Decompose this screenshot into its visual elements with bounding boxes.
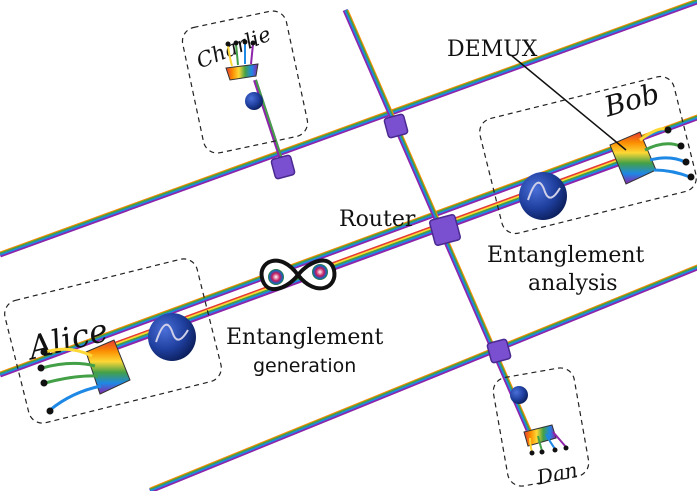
charlie-label: Charlie xyxy=(193,22,274,73)
entanglement-generation-label-2: generation xyxy=(253,355,356,377)
dan-demux-icon xyxy=(523,424,569,456)
charlie-detector-icon xyxy=(245,92,263,110)
router-charlie xyxy=(270,154,296,180)
demux-pointer xyxy=(511,55,627,151)
router-main xyxy=(429,214,461,246)
alice-detector-icon xyxy=(148,313,196,361)
fiber-upper-diagonal xyxy=(0,0,697,258)
entanglement-analysis-label-1: Entanglement xyxy=(487,243,645,268)
router-upper xyxy=(383,113,409,139)
charlie-demux-icon xyxy=(225,39,259,81)
entanglement-generation-label-1: Entanglement xyxy=(226,325,384,350)
fiber-charlie-drop xyxy=(253,79,285,166)
node-alice: Alice xyxy=(4,258,222,424)
fiber-lower-diagonal xyxy=(149,264,697,491)
node-charlie: Charlie xyxy=(181,10,309,154)
entanglement-source-icon xyxy=(259,258,337,291)
router-label: Router xyxy=(339,207,416,232)
bob-demux-icon xyxy=(609,126,695,185)
router-dan xyxy=(486,338,512,364)
dan-detector-icon xyxy=(510,386,528,404)
alice-demux-icon xyxy=(37,339,131,415)
demux-label: DEMUX xyxy=(447,37,538,62)
node-bob: Bob xyxy=(479,75,697,235)
bob-detector-icon xyxy=(519,172,567,220)
dan-label: Dan xyxy=(534,458,580,490)
fiber-main-diagonal xyxy=(0,114,697,378)
bob-label: Bob xyxy=(600,77,663,124)
router-boxes xyxy=(270,113,512,364)
entanglement-analysis-label-2: analysis xyxy=(528,271,617,296)
